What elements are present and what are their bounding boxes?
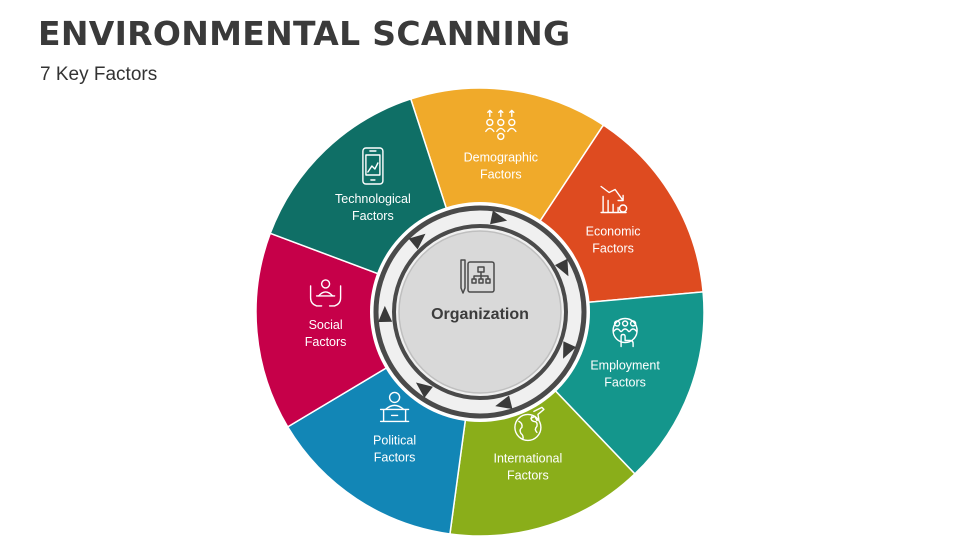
segment-label-line2-employment: Factors [604, 376, 646, 390]
segment-label-line1-international: International [493, 451, 562, 465]
cycle-arrow [490, 210, 508, 225]
declining-chart-icon [600, 185, 628, 214]
cycle-arrow [495, 395, 513, 410]
segment-label-line1-economic: Economic [586, 225, 641, 239]
segment-label-line2-demographic: Factors [480, 167, 522, 181]
segment-social [255, 232, 482, 428]
page-subtitle: 7 Key Factors [40, 64, 158, 85]
cycle-arrow [554, 258, 569, 277]
cycle-arrow [378, 305, 393, 323]
globe-plane-icon [514, 406, 545, 442]
hand-people-icon [612, 317, 638, 348]
segment-label-line2-social: Factors [305, 335, 347, 349]
cycle-ring-inner-edge [392, 224, 568, 400]
org-chart-icon [460, 259, 495, 294]
segment-demographic [409, 87, 605, 314]
segment-label-line1-social: Social [309, 318, 343, 332]
segment-label-line2-political: Factors [374, 450, 416, 464]
smartphone-icon [362, 147, 384, 185]
cycle-arrow [563, 341, 577, 359]
person-hands-icon [309, 279, 342, 307]
segment-label-line2-technological: Factors [352, 209, 394, 223]
center-circle [398, 230, 562, 394]
segment-label-line1-demographic: Demographic [464, 150, 538, 164]
segment-label-line1-employment: Employment [590, 359, 660, 373]
segment-label-line1-technological: Technological [335, 192, 411, 206]
segment-label-line2-international: Factors [507, 468, 549, 482]
people-arrows-icon [485, 109, 517, 141]
speaker-podium-icon [379, 391, 410, 423]
cycle-arrow [415, 382, 433, 398]
segment-label-line2-economic: Factors [592, 242, 634, 256]
cycle-arrow [408, 233, 426, 250]
page-title: ENVIRONMENTAL SCANNING [38, 14, 571, 53]
segment-label-line1-political: Political [373, 433, 416, 447]
center-label: Organization [431, 306, 529, 323]
